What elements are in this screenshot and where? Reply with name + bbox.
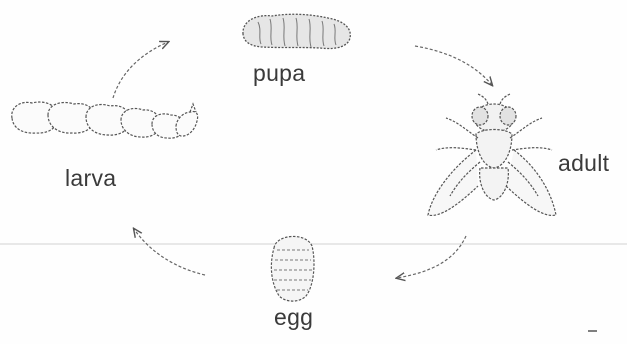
label-adult: adult (558, 150, 609, 177)
adult-fly-illustration (428, 94, 556, 215)
arrow-egg-to-larva (134, 229, 205, 275)
label-egg: egg (274, 304, 313, 331)
arrow-pupa-to-adult (415, 46, 492, 85)
label-pupa: pupa (253, 60, 305, 87)
larva-illustration (12, 102, 198, 138)
arrow-larva-to-pupa (113, 42, 168, 98)
label-larva: larva (65, 165, 116, 192)
arrow-adult-to-egg (397, 236, 466, 278)
egg-illustration (271, 236, 314, 301)
pupa-illustration (243, 14, 350, 48)
